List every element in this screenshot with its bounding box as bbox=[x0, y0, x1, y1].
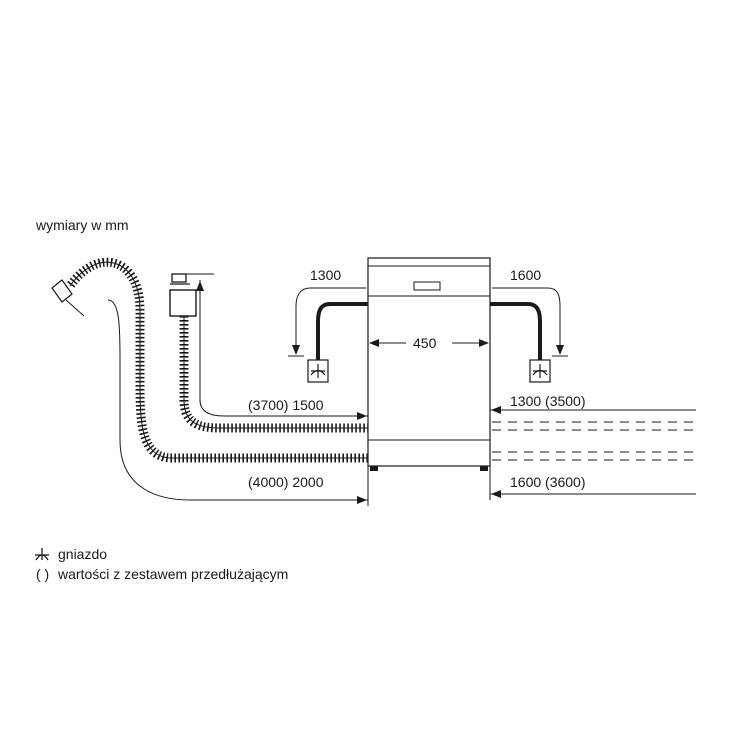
width-value: 450 bbox=[413, 335, 437, 351]
right-dimension-lines bbox=[489, 406, 696, 500]
inlet-left-length: (3700) 1500 bbox=[246, 397, 326, 413]
right-cable-length: 1600 bbox=[510, 267, 542, 283]
drain-left-length: (4000) 2000 bbox=[246, 474, 326, 490]
socket-icon bbox=[35, 548, 49, 561]
drain-hose-icon bbox=[51, 257, 368, 501]
units-note: wymiary w mm bbox=[36, 217, 129, 233]
left-cable-length: 1300 bbox=[310, 267, 342, 283]
left-dimension-arrows bbox=[354, 412, 369, 506]
dishwasher-outline bbox=[367, 257, 491, 471]
legend-extension-label: wartości z zestawem przedłużającym bbox=[58, 566, 289, 582]
inlet-right-length: 1300 (3500) bbox=[510, 393, 586, 409]
power-cables bbox=[316, 302, 542, 360]
socket-icon bbox=[307, 359, 329, 383]
drain-right-length: 1600 (3600) bbox=[510, 474, 586, 490]
cable-dimension-lines bbox=[288, 287, 568, 357]
legend-extension-symbol: ( ) bbox=[36, 566, 50, 582]
legend-socket-label: gniazdo bbox=[58, 546, 108, 562]
socket-icon bbox=[529, 359, 551, 383]
water-tap-icon bbox=[169, 273, 368, 433]
